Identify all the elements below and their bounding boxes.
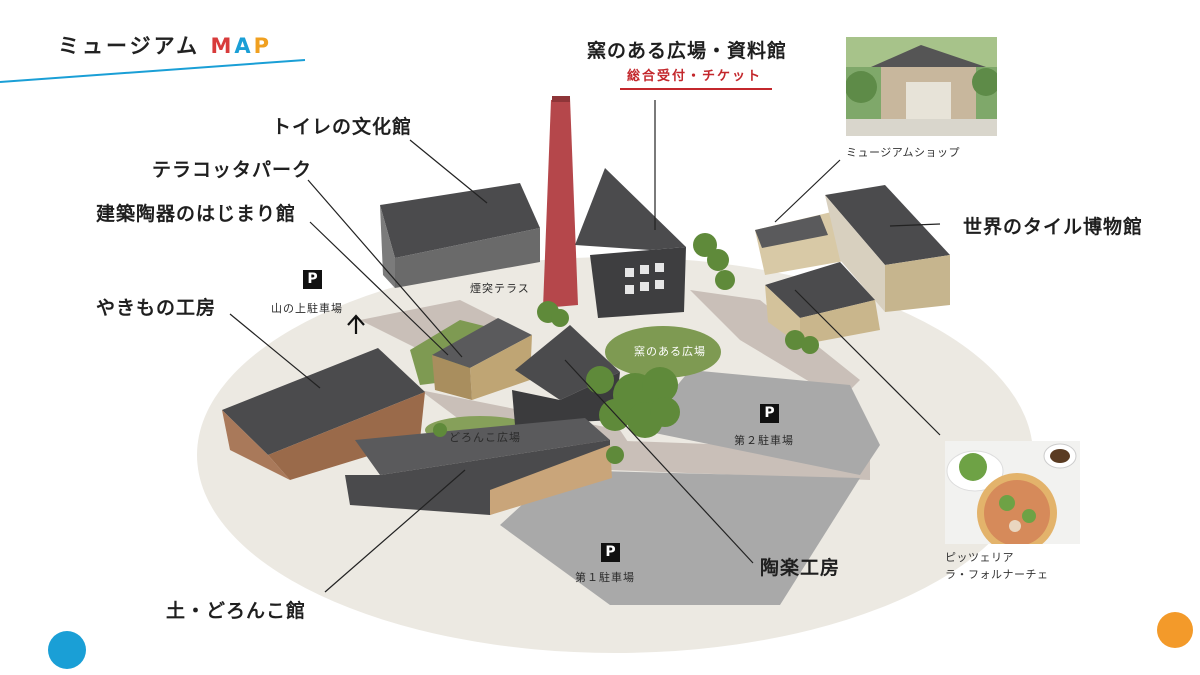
parking-icon: P xyxy=(303,270,322,289)
title-text: ミュージアム xyxy=(58,34,201,58)
parking-lot-1 xyxy=(500,470,860,605)
map-title: ミュージアム MAP xyxy=(58,30,272,60)
label-terracotta-park: テラコッタパーク xyxy=(152,159,313,181)
title-letter-m: M xyxy=(210,34,235,58)
building-tile-museum xyxy=(825,185,950,265)
building-earth-dorodango xyxy=(355,418,610,475)
label-reception: 総合受付・チケット xyxy=(627,69,763,84)
building-toilet-museum xyxy=(380,183,540,258)
label-kiln-plaza-area: 窯のある広場 xyxy=(634,345,706,358)
building-pizzeria xyxy=(765,262,875,318)
building-kiln-museum xyxy=(575,168,686,250)
label-tile-museum: 世界のタイル博物館 xyxy=(963,216,1144,238)
chimney xyxy=(543,98,578,308)
label-pottery-studio: やきもの工房 xyxy=(96,297,217,319)
leader-lines xyxy=(229,100,941,593)
label-ceramic-workshop: 陶楽工房 xyxy=(760,557,841,579)
parking-icon: P xyxy=(760,404,779,423)
arrow-up-icon xyxy=(347,314,365,334)
trees xyxy=(433,233,819,464)
title-letter-a: A xyxy=(234,34,254,58)
label-parking-2: 第２駐車場 xyxy=(734,434,794,447)
label-pizzeria-line2: ラ・フォルナーチェ xyxy=(945,568,1049,581)
decor-dot-orange xyxy=(1157,612,1193,648)
path xyxy=(690,290,860,400)
label-chimney-terrace: 煙突テラス xyxy=(470,282,530,295)
label-parking-1: 第１駐車場 xyxy=(575,571,635,584)
decor-dot-blue xyxy=(48,631,86,669)
parking-icon: P xyxy=(601,543,620,562)
title-underline xyxy=(0,59,306,83)
label-earth-dorodango: 土・どろんこ館 xyxy=(166,600,307,622)
label-architecture-ceramics: 建築陶器のはじまり館 xyxy=(96,203,297,225)
building-pottery-studio xyxy=(222,348,425,455)
label-pizzeria-line1: ピッツェリア xyxy=(945,551,1014,564)
museum-shop-photo xyxy=(846,37,997,136)
label-kiln-plaza: 窯のある広場・資料館 xyxy=(587,40,788,62)
lawn-kiln-plaza xyxy=(605,326,721,378)
label-toilet-museum: トイレの文化館 xyxy=(272,116,413,138)
building-architecture-ceramics xyxy=(432,318,532,368)
pizzeria-photo xyxy=(945,441,1080,544)
title-letter-p: P xyxy=(253,34,273,58)
label-mountain-parking: 山の上駐車場 xyxy=(271,302,343,315)
label-dorodango-plaza: どろんこ広場 xyxy=(449,431,521,444)
label-museum-shop: ミュージアムショップ xyxy=(846,146,961,159)
